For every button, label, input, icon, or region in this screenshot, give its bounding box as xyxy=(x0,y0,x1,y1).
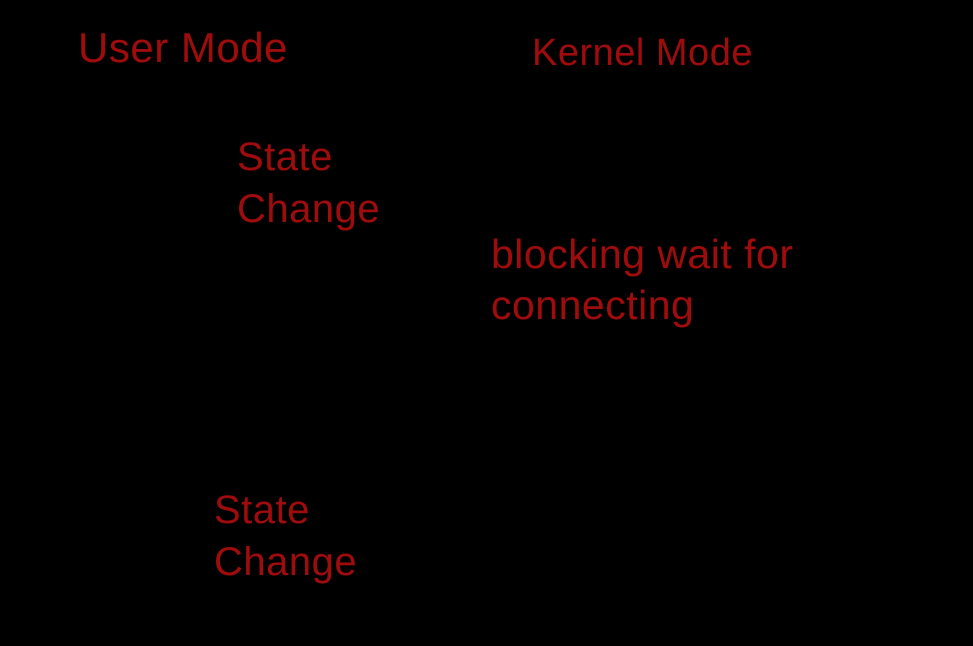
user-mode-label: User Mode xyxy=(78,24,288,71)
blocking-wait-label: blocking wait for connecting xyxy=(491,231,794,329)
kernel-mode-label: Kernel Mode xyxy=(532,32,753,74)
state-change-label-bottom: State Change xyxy=(214,488,358,584)
state-change-label-top: State Change xyxy=(237,135,381,231)
